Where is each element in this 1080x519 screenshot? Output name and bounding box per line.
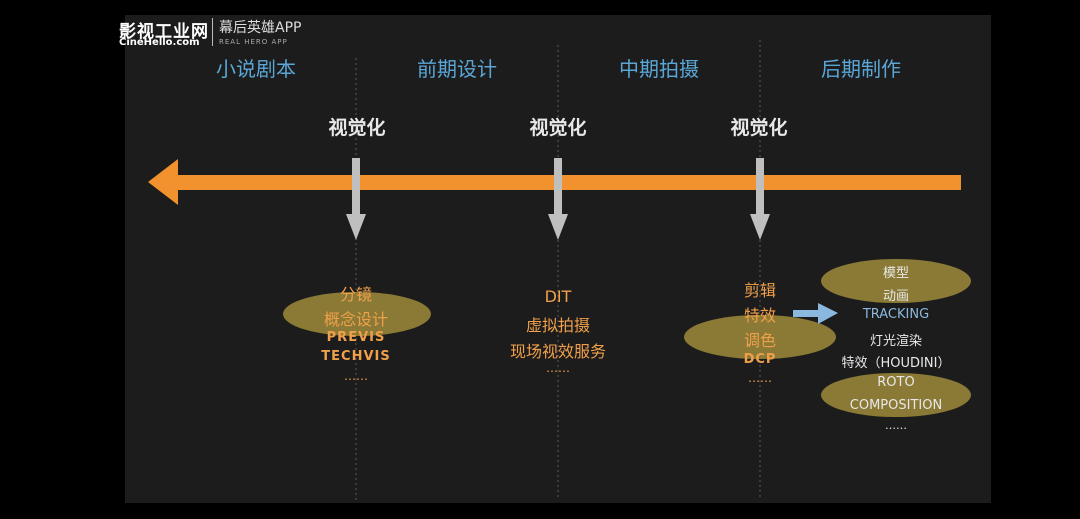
vfx-item: COMPOSITION <box>849 398 943 413</box>
watermark-brand: 影视工业网 <box>119 22 209 42</box>
phase-novel-script: 小说剧本 <box>216 57 296 81</box>
vfx-item: ROTO <box>877 375 915 390</box>
phase-production: 中期拍摄 <box>619 57 699 81</box>
vfx-item: 模型 <box>882 266 909 281</box>
post-item: DCP <box>743 352 777 367</box>
timeline-arrowhead <box>148 159 178 205</box>
vfx-item: TRACKING <box>862 307 930 322</box>
highlight-ellipse <box>821 373 971 417</box>
visualization-label: 视觉化 <box>328 117 386 139</box>
post-item: 特效 <box>743 306 776 325</box>
vfx-item: 动画 <box>882 289 909 304</box>
post-item: 调色 <box>743 331 776 350</box>
watermark-app: 幕后英雄APP <box>219 20 302 36</box>
design-item: TECHVIS <box>321 349 391 364</box>
pointer-arrow <box>793 303 838 324</box>
timeline-bar <box>175 175 961 190</box>
post-item: 剪辑 <box>743 281 776 300</box>
shoot-item: …… <box>546 361 570 375</box>
phase-post-production: 后期制作 <box>821 57 901 81</box>
phase-pre-production: 前期设计 <box>417 57 497 81</box>
design-item: 概念设计 <box>323 310 388 329</box>
shoot-item: DIT <box>544 287 572 306</box>
visualization-label: 视觉化 <box>730 117 788 139</box>
watermark-subtitle: REAL HERO APP <box>219 38 288 46</box>
design-item: 分镜 <box>339 285 372 304</box>
highlight-ellipse <box>283 292 431 336</box>
vfx-item: 灯光渲染 <box>869 334 922 349</box>
shoot-item: 虚拟拍摄 <box>525 316 590 335</box>
design-item: …… <box>344 369 368 383</box>
down-arrow <box>346 158 366 240</box>
vfx-item: …… <box>885 419 907 432</box>
highlight-ellipse <box>684 315 836 359</box>
watermark-divider <box>212 18 213 46</box>
post-item: …… <box>748 371 772 385</box>
down-arrow <box>750 158 770 240</box>
highlight-ellipse <box>821 259 971 303</box>
shoot-item: 现场视效服务 <box>509 342 606 361</box>
watermark-url: CineHello.com <box>119 37 200 48</box>
visualization-label: 视觉化 <box>529 117 587 139</box>
design-item: PREVIS <box>326 330 386 345</box>
down-arrow <box>548 158 568 240</box>
vfx-item: 特效（HOUDINI） <box>841 356 951 371</box>
